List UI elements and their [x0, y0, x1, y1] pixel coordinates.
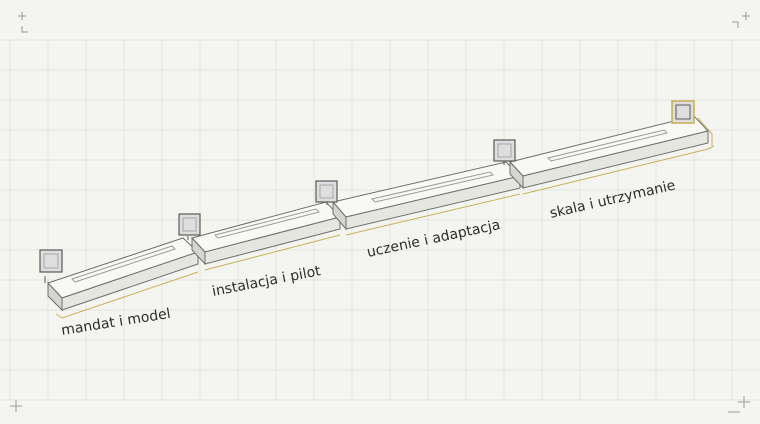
stage-block-1-accent [55, 271, 199, 319]
stage-block-4 [493, 100, 715, 195]
stage-block-4-flag-inner [497, 143, 512, 158]
stage-block-2-flag-inner [182, 217, 197, 232]
stage-block-3-side [332, 200, 347, 231]
stage-block-3 [315, 161, 521, 236]
stage-block-1-flag [39, 249, 63, 273]
stage-block-4-side [509, 160, 524, 190]
end-flag [671, 100, 695, 124]
stage-block-3-flag-inner [319, 184, 334, 199]
stage-block-3-accent [345, 193, 521, 236]
corner-mark-top-right [732, 21, 739, 28]
stage-block-1-flag-inner [43, 253, 59, 269]
stage-block-4-accent-vertical [697, 117, 713, 146]
crosshair-icon-bottom-left [10, 400, 22, 412]
stage-block-4-flag [493, 139, 516, 162]
stage-block-2-side [191, 236, 206, 266]
stage-block-4-accent [522, 145, 715, 195]
stage-block-2 [178, 201, 341, 271]
stage-block-2-accent [204, 234, 341, 271]
stage-block-1-side [47, 281, 63, 312]
corner-mark-top-left [21, 26, 28, 33]
crosshair-icon-bottom-right [738, 396, 750, 408]
stage-block-1 [39, 237, 199, 319]
corner-marks [10, 12, 750, 413]
crosshair-icon-top-right [742, 12, 750, 20]
stage-block-2-flag [178, 213, 201, 236]
end-flag-inner [675, 104, 691, 120]
stage-block-4-slot [547, 129, 668, 162]
crosshair-icon-top-left [18, 12, 26, 20]
stage-block-3-slot [371, 171, 494, 203]
stage-block-3-flag [315, 180, 338, 203]
stage-block-2-slot [214, 208, 320, 239]
stage-block-1-slot [71, 245, 176, 283]
